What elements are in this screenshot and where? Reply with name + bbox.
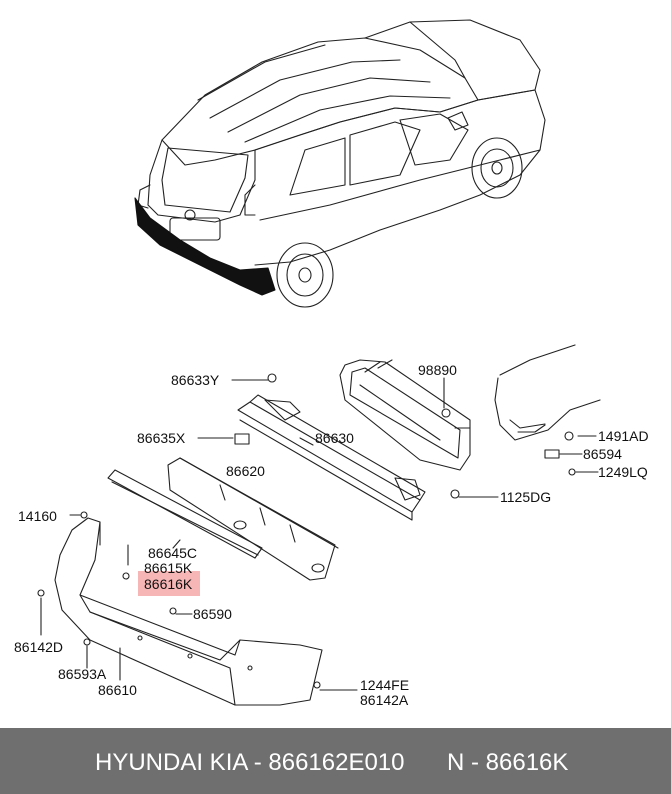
energy-absorber xyxy=(167,457,339,581)
clip-14160 xyxy=(80,511,88,519)
clip-86590 xyxy=(169,607,177,615)
label-86620: 86620 xyxy=(226,463,265,479)
label-86635x: 86635X xyxy=(137,430,186,446)
footer-brand-part: HYUNDAI KIA - 866162E010 xyxy=(95,749,405,776)
label-86142a: 86142A xyxy=(360,692,409,708)
label-1244fe: 1244FE xyxy=(360,677,410,693)
bumper-cover xyxy=(54,517,323,706)
label-1491ad: 1491AD xyxy=(598,428,649,444)
label-86594: 86594 xyxy=(583,446,622,462)
garnish-strip xyxy=(107,469,263,559)
label-86633y: 86633Y xyxy=(171,372,220,388)
label-98890: 98890 xyxy=(418,362,457,378)
label-86645c: 86645C xyxy=(148,545,198,561)
highlight-box xyxy=(138,571,200,596)
vehicle-rear-bumper xyxy=(134,197,276,296)
bracket-86594 xyxy=(544,449,560,459)
label-86630: 86630 xyxy=(315,430,354,446)
clip-86593a xyxy=(83,638,91,646)
bolt-98890 xyxy=(441,408,451,418)
bumper-carrier xyxy=(339,359,471,471)
clip-86616k xyxy=(122,572,130,580)
clip-86633y xyxy=(267,373,277,383)
bracket-86635x xyxy=(234,433,250,445)
screw-86142d xyxy=(37,589,45,597)
bolt-1125dg xyxy=(450,489,460,499)
parts-diagram: 86633Y 98890 86635X 86630 1491AD 86594 8… xyxy=(14,19,649,708)
impact-beam xyxy=(237,394,426,521)
label-14160: 14160 xyxy=(18,508,57,524)
label-86610: 86610 xyxy=(98,682,137,698)
label-1125dg: 1125DG xyxy=(500,489,552,505)
label-86590: 86590 xyxy=(193,606,232,622)
label-86593a: 86593A xyxy=(58,666,107,682)
fender-outline xyxy=(494,344,601,441)
label-86615k: 86615K xyxy=(144,560,193,576)
label-86616k: 86616K xyxy=(144,576,193,592)
footer-ref-part: N - 86616K xyxy=(447,749,569,776)
vehicle-illustration xyxy=(137,19,546,308)
screw-1249lq xyxy=(568,468,576,476)
clip-1491ad xyxy=(564,431,574,441)
footer-bar: HYUNDAI KIA - 866162E010 N - 86616K xyxy=(0,728,671,794)
label-86142d: 86142D xyxy=(14,639,64,655)
diagram-drawing xyxy=(37,19,601,706)
label-1249lq: 1249LQ xyxy=(598,464,648,480)
screw-1244fe xyxy=(313,681,321,689)
